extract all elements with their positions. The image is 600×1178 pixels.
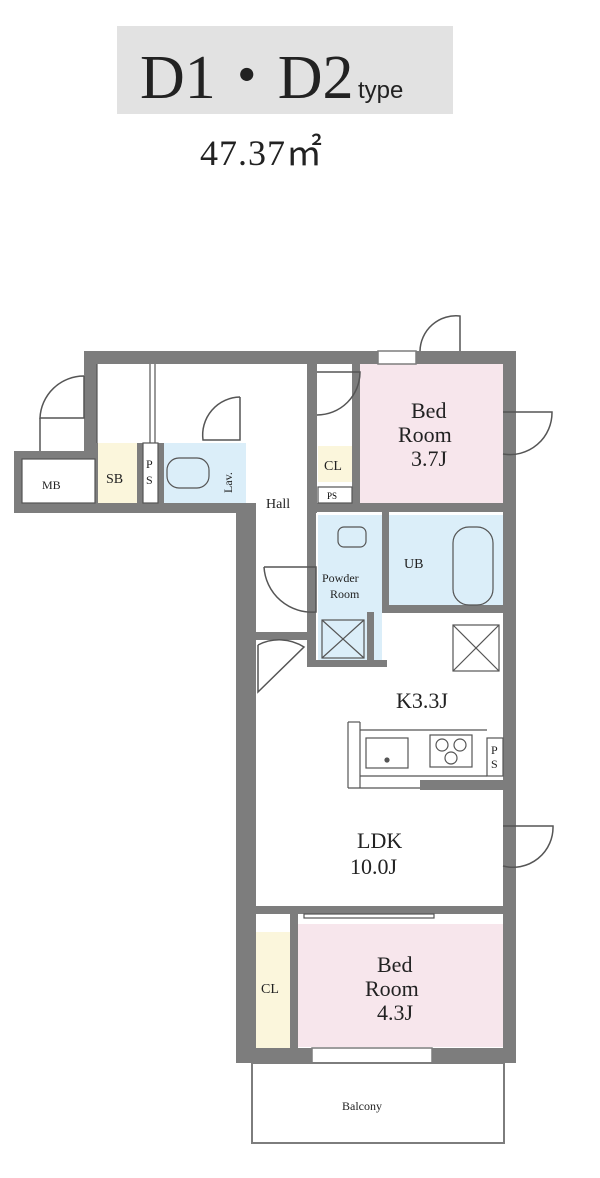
powder-room-label-2: Room (330, 587, 360, 601)
ps-bed1-label: PS (327, 491, 337, 501)
bed-room-2-label-3: 4.3J (377, 1000, 414, 1025)
bed-room-1-label-2: Room (398, 422, 452, 447)
balcony-label: Balcony (342, 1099, 382, 1113)
ldk-label-2: 10.0J (350, 854, 398, 879)
bed-room-2-fill (298, 924, 504, 1047)
bed-room-2-label-1: Bed (377, 952, 412, 977)
plan-type-suffix: type (358, 77, 403, 104)
sb-label: SB (106, 472, 123, 487)
hall-label: Hall (266, 497, 290, 512)
windows (311, 350, 433, 1064)
toilet-room-fill (163, 443, 246, 503)
ps-entry-label-2: S (146, 473, 153, 487)
cl-bed1-label: CL (324, 459, 342, 474)
plan-area: 47.37㎡ (200, 132, 323, 173)
cl-bed1-fill (318, 446, 352, 482)
plan-title: D1・D2 (140, 44, 354, 112)
powder-room-label-1: Powder (322, 571, 359, 585)
kitchen-label: K3.3J (396, 688, 448, 713)
ps-entry-label-1: P (146, 457, 153, 471)
ps-kitchen-label-2: S (491, 757, 498, 771)
bed-room-1-label-3: 3.7J (411, 446, 448, 471)
bed-room-1-fill (360, 362, 506, 503)
walls (14, 351, 516, 1063)
bed-room-1-label-1: Bed (411, 398, 446, 423)
bed-room-2-label-2: Room (365, 976, 419, 1001)
ldk-label-1: LDK (357, 828, 402, 853)
door-swings (39, 315, 554, 869)
lav-label: Lav. (221, 472, 235, 493)
mb-label: MB (42, 478, 61, 492)
title-band (117, 26, 453, 114)
ub-label: UB (404, 557, 423, 572)
cl-bed2-label: CL (261, 982, 279, 997)
interior-lines (21, 364, 505, 1144)
sb-fill (97, 443, 137, 503)
unit-bath-fill (389, 515, 503, 611)
ps-kitchen-label-1: P (491, 743, 498, 757)
cl-bed2-fill (254, 932, 290, 1048)
